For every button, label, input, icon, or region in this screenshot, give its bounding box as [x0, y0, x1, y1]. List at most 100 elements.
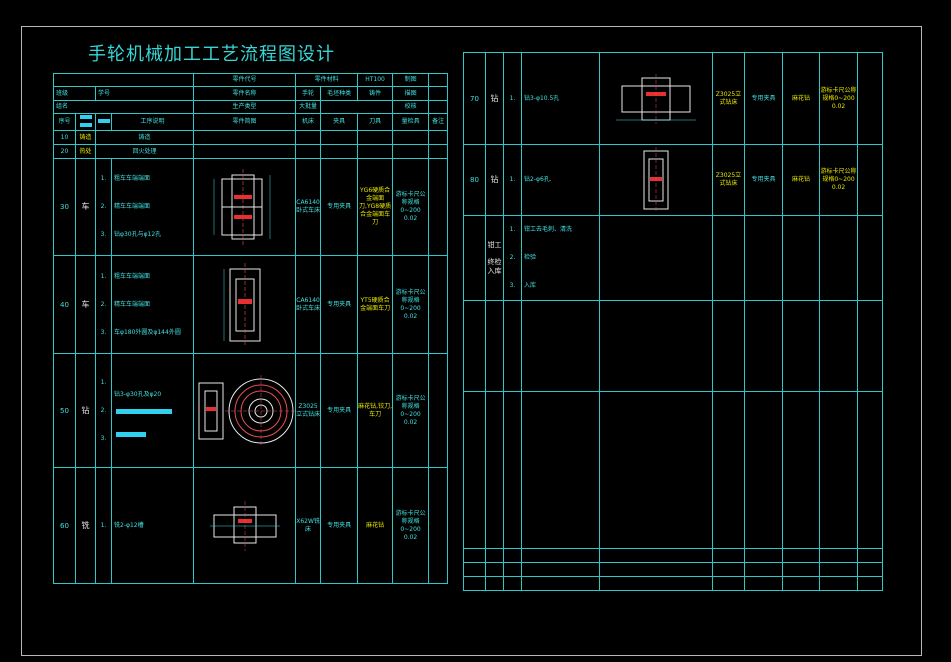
row-tool: YG6硬质合金端面刀,YG8硬质合金端面车刀 [357, 158, 394, 256]
hdr-drawn: 制图 [392, 73, 430, 87]
step-text: 检验 [524, 254, 537, 261]
row-tool: 麻花钻 [782, 52, 820, 145]
step-text: 钳工去毛刺、清洗 [524, 226, 573, 233]
process-table-left: 零件代号 零件材料 HT100 制图 班级 学号 零件名称 手轮 毛坯种类 铸件… [52, 73, 449, 584]
col-machine: 机床 [295, 113, 322, 131]
step-text: 钻3-φ30孔及φ20 [114, 390, 162, 398]
step-text: 粗车车端端面 [114, 175, 151, 182]
row-machine: Z3025立式钻床 [712, 52, 745, 145]
row-fixture: 专用夹具 [744, 52, 783, 145]
col-seq: 序号 [53, 113, 76, 131]
step-text: 钻3-φ10.5孔 [521, 52, 600, 145]
drawing-frame [21, 26, 922, 656]
step-num: 1. [100, 378, 107, 386]
step-num: 2. [100, 406, 107, 414]
hdr-material: 零件材料 [295, 73, 359, 87]
sketch-40 [193, 255, 297, 354]
row-fixture: 专用夹具 [320, 158, 359, 256]
row-seq: 10 [53, 130, 76, 145]
hdr-student-no: 学号 [94, 86, 195, 101]
row-desc: 铸造 [94, 130, 195, 145]
step-text: 入库 [524, 282, 537, 289]
step-num: 1. [509, 226, 516, 233]
part-section-sketch [223, 262, 261, 347]
row-fixture: 专用夹具 [320, 255, 359, 354]
hdr-review: 校核 [392, 100, 430, 114]
col-measure: 量检具 [392, 113, 430, 131]
row-machine: Z3025立式钻床 [295, 353, 322, 468]
part-section-sketch [209, 500, 280, 551]
color-block [79, 123, 92, 127]
row-tool: YT5硬质合金端面车刀 [357, 255, 394, 354]
part-section-sketch [616, 73, 696, 124]
color-block [79, 115, 92, 119]
row-proc: 车 [75, 255, 96, 354]
hdr-part-code: 零件代号 [193, 73, 297, 87]
hdr-check: 描图 [392, 86, 430, 101]
row-seq: 60 [53, 467, 76, 584]
row-seq: 50 [53, 353, 76, 468]
row-proc2: 终检入库 [487, 257, 502, 275]
step-text: 粗车车端端面 [114, 272, 151, 280]
part-drawing-sketch [198, 374, 295, 447]
step-num: 1. [503, 52, 522, 145]
row-proc: 钻 [485, 52, 504, 145]
row-tool: 麻花钻 [782, 144, 820, 216]
step-num: 2. [100, 300, 107, 308]
sketch-30 [193, 158, 297, 256]
col-sketch: 零件简图 [193, 113, 297, 131]
part-section-sketch [213, 169, 270, 245]
row-fixture: 专用夹具 [320, 353, 359, 468]
color-block [97, 119, 110, 123]
part-section-sketch [643, 147, 669, 213]
row-machine: CA6140卧式车床 [295, 158, 322, 256]
sketch-60 [193, 467, 297, 584]
row-seq: 80 [463, 144, 486, 216]
step-text: 钻φ30孔与φ12孔 [114, 231, 162, 238]
row-seq: 20 [53, 144, 76, 159]
col-fixture: 夹具 [320, 113, 359, 131]
hdr-material-value: HT100 [357, 73, 394, 87]
step-num: 1. [100, 175, 107, 182]
col-tool: 刀具 [357, 113, 394, 131]
hdr-blank-type: 毛坯种类 [320, 86, 359, 101]
row-tool: 麻花钻 [357, 467, 394, 584]
step-num: 1. [503, 144, 522, 216]
highlight-bar [116, 431, 146, 437]
row-machine: CA6140卧式车床 [295, 255, 322, 354]
step-text: 精车车端端面 [114, 203, 151, 210]
row-proc: 钳工 [487, 240, 502, 249]
row-measure: 游标卡尺公称规格0~200 0.02 [392, 255, 430, 354]
row-measure: 游标卡尺公称规格0~200 0.02 [392, 467, 430, 584]
hdr-group: 组名 [52, 100, 195, 114]
sketch-50 [193, 353, 297, 468]
row-measure: 游标卡尺公称规格0~200 0.02 [819, 52, 858, 145]
row-fixture: 专用夹具 [744, 144, 783, 216]
step-num: 1. [100, 521, 107, 529]
col-remark: 备注 [428, 113, 449, 131]
row-tool: 麻花钻,铰刀,车刀 [357, 353, 394, 468]
col-step-desc: 工序说明 [110, 113, 195, 131]
row-desc: 回火处理 [94, 144, 195, 159]
step-text: 车φ180外圆及φ144外圆 [114, 328, 181, 336]
row-measure: 游标卡尺公称规格0~200 0.02 [392, 353, 430, 468]
row-proc: 铸造 [75, 130, 96, 145]
step-num: 1. [100, 272, 107, 280]
step-text: 钻2-φ6孔. [521, 144, 600, 216]
step-num: 3. [100, 434, 107, 442]
row-seq: 30 [53, 158, 76, 256]
page-title: 手轮机械加工工艺流程图设计 [88, 44, 335, 65]
row-machine: Z3025立式钻床 [712, 144, 745, 216]
hdr-product-model: 生产类型 [193, 100, 297, 114]
row-proc: 钻 [485, 144, 504, 216]
row-machine: X62W铣床 [295, 467, 322, 584]
step-num: 2. [100, 203, 107, 210]
step-text: 精车车端端面 [114, 300, 151, 308]
step-num: 2. [509, 254, 516, 261]
hdr-hand-wheel: 手轮 [295, 86, 322, 101]
row-proc: 车 [75, 158, 96, 256]
row-proc: 热处 [75, 144, 96, 159]
hdr-class: 班级 [53, 86, 96, 101]
step-num: 3. [100, 231, 107, 238]
highlight-bar [116, 408, 172, 414]
